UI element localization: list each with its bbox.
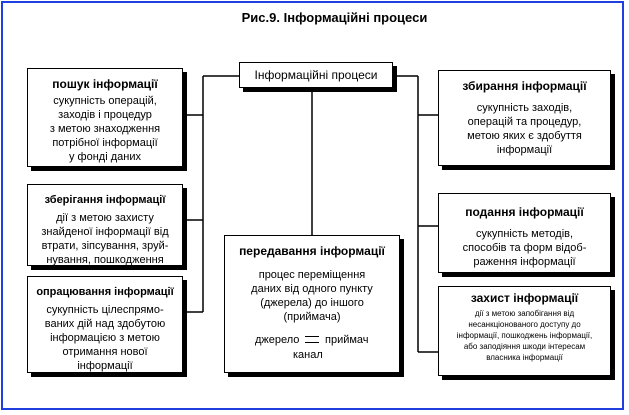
collection-heading: збирання інформації <box>462 79 587 93</box>
presentation-description: сукупність методів, способів та форм від… <box>462 228 587 268</box>
protection-node: захист інформації дії з метою запобіганн… <box>438 286 611 376</box>
transfer-receiver: приймач <box>325 334 369 346</box>
center-node: Інформаційні процеси <box>239 62 393 88</box>
storage-description: дії з метою захисту знайденої інформації… <box>41 212 169 266</box>
figure-title: Рис.9. Інформаційні процеси <box>241 10 428 25</box>
center-node-title: Інформаційні процеси <box>254 68 378 82</box>
search-heading: пошук інформації <box>52 77 158 91</box>
channel-symbol <box>305 336 319 343</box>
transfer-channel: канал <box>293 349 323 361</box>
collection-description: сукупність заходів, операцій та процедур… <box>467 102 582 156</box>
transfer-heading: передавання інформації <box>239 244 385 258</box>
transfer-description: процес переміщення даних від одного пунк… <box>251 269 373 323</box>
processing-heading: опрацювання інформації <box>36 286 174 298</box>
storage-node: зберігання інформації дії з метою захист… <box>27 184 183 266</box>
collection-node: збирання інформації сукупність заходів, … <box>438 70 611 166</box>
presentation-node: подання інформації сукупність методів, с… <box>438 193 611 273</box>
transfer-flow: джерело приймач канал <box>225 334 399 368</box>
search-node: пошук інформації сукупність операцій, за… <box>27 68 183 167</box>
protection-description: дії з метою запобігання від несанкціонов… <box>456 309 593 362</box>
protection-heading: захист інформації <box>470 291 579 305</box>
storage-heading: зберігання інформації <box>44 194 166 206</box>
transfer-node: передавання інформації процес переміщенн… <box>224 235 400 373</box>
presentation-heading: подання інформації <box>465 205 584 219</box>
search-description: сукупність операцій, заходів і процедур … <box>49 95 161 163</box>
processing-description: сукупність цілеспрямо- ваних дій над здо… <box>44 304 166 372</box>
processing-node: опрацювання інформації сукупність цілесп… <box>27 276 183 373</box>
transfer-source: джерело <box>255 334 300 346</box>
